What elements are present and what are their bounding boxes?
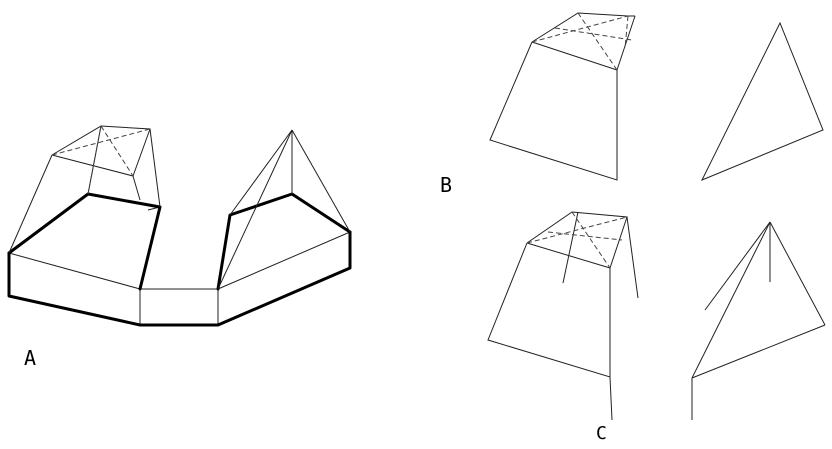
a-frustum-hidden-edge (87, 125, 102, 195)
b-frustum-body (489, 41, 618, 181)
b-frustum-front-top-edge (531, 41, 618, 71)
a-frustum-left-edge (8, 154, 53, 254)
label-c: C (596, 423, 607, 444)
a-pyramid-edge-front (217, 129, 293, 290)
figure-a-pyramid (217, 129, 351, 290)
a-frustum-diagonal-2 (100, 125, 134, 177)
figure-b-pyramid (700, 21, 824, 181)
figure-c-frustum (487, 211, 639, 421)
c-pyramid-edge-back (704, 221, 771, 311)
c-frustum-top-back (526, 211, 628, 269)
label-b: B (440, 173, 453, 197)
b-frustum-top-back (531, 12, 635, 43)
figure-a-bold-outline (7, 192, 352, 327)
figure-c-pyramid (691, 221, 826, 420)
a-bold-right-top-outline (216, 192, 352, 291)
b-pyramid-outline (700, 21, 824, 181)
figure-a-front-edges (8, 206, 351, 325)
figure-b-frustum (489, 12, 636, 181)
c-frustum-diagonal-3 (547, 231, 623, 241)
c-pyramid-base-edge (691, 324, 826, 379)
c-frustum-leg (609, 376, 613, 421)
a-frustum-back-edge (132, 175, 141, 201)
c-frustum-diagonal-1 (526, 216, 628, 244)
b-frustum-right-up-edge (616, 15, 636, 71)
c-frustum-body (487, 242, 611, 378)
c-pyramid-edge-left (691, 221, 771, 379)
a-frustum-diagonal-1 (51, 128, 151, 156)
c-frustum-back-leg-left (562, 211, 579, 284)
a-bold-left-top-outline (7, 192, 162, 291)
figure-a-frustum (8, 125, 161, 254)
a-frustum-top-face (51, 125, 151, 177)
b-frustum-hidden-edge (624, 15, 629, 49)
figure-a-solid (7, 125, 352, 327)
label-a: A (24, 346, 37, 370)
c-frustum-diagonal-2 (571, 211, 611, 269)
b-frustum-diagonal-1 (531, 15, 629, 43)
a-pyramid-edge-right (291, 129, 351, 233)
a-edge-right-top-front (217, 231, 351, 290)
c-frustum-back-leg-right (626, 216, 639, 299)
b-frustum-diagonal-3 (554, 27, 633, 41)
c-pyramid-edge-right (769, 221, 826, 326)
b-frustum-diagonal-2 (577, 12, 618, 71)
a-bold-base-outline (7, 230, 352, 327)
a-frustum-right-edge (149, 128, 161, 208)
a-pyramid-edge-left (229, 129, 293, 216)
a-edge-left-top-front (8, 252, 141, 290)
